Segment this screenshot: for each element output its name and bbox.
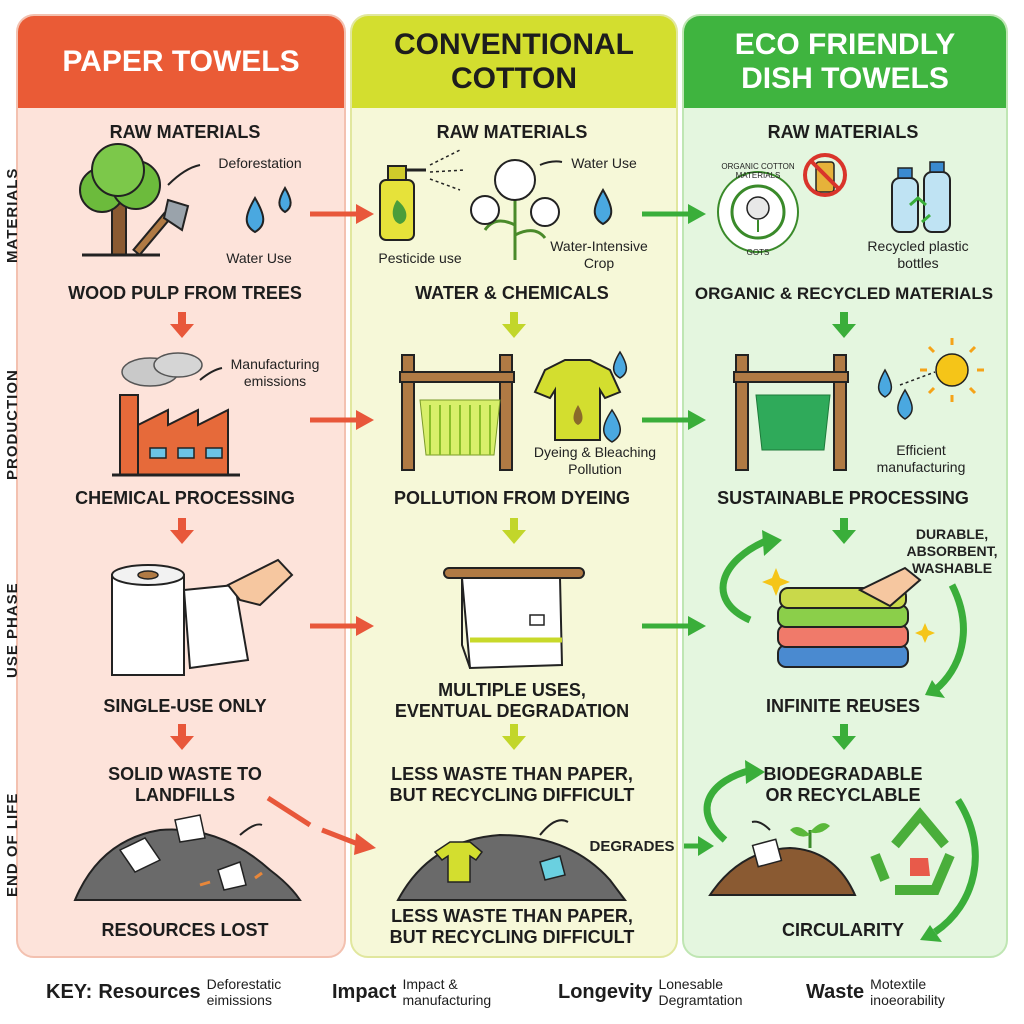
note-water-use-paper: Water Use	[226, 250, 292, 266]
key-label: KEY:	[46, 980, 93, 1003]
flow-arrows-eco	[832, 312, 856, 750]
note-efficient-manufacturing: Efficient manufacturing	[876, 442, 966, 475]
caption-resources-lost: RESOURCES LOST	[101, 920, 269, 940]
key-longevity-label: Longevity	[558, 980, 653, 1003]
key-resources: KEY: Resources Deforestatic eimissions	[46, 972, 281, 1012]
water-drop-icon	[593, 188, 613, 226]
note-water-use-cotton: Water Use	[571, 155, 637, 171]
plastic-bottles-icon	[891, 161, 951, 233]
organic-badge-icon	[717, 171, 799, 253]
caption-multiple-uses: MULTIPLE USES, EVENTUAL DEGRADATION	[394, 680, 630, 721]
spray-bottle-icon	[379, 149, 466, 241]
sun-icon	[920, 338, 984, 402]
note-water-intensive-crop: Water-Intensive Crop	[550, 238, 648, 271]
caption-less-waste-bottom: LESS WASTE THAN PAPER, BUT RECYCLING DIF…	[389, 906, 635, 947]
raw-materials-heading-eco: RAW MATERIALS	[767, 122, 919, 142]
axe-icon	[132, 198, 190, 257]
raw-materials-heading-paper: RAW MATERIALS	[109, 122, 261, 142]
water-drop-icon	[877, 368, 913, 420]
column-title-eco-towels: ECO FRIENDLY DISH TOWELS	[684, 16, 1006, 108]
note-durable-absorbent: DURABLE, ABSORBENT, WASHABLE	[906, 526, 998, 576]
towel-stack-icon	[762, 566, 935, 668]
badge-organic-cotton: ORGANIC COTTON MATERIALS	[721, 162, 795, 180]
key-longevity-sub: Lonesable Degramtation	[658, 976, 743, 1008]
key-waste-sub: Motextile inoeorability	[870, 976, 945, 1008]
key-waste-label: Waste	[806, 980, 865, 1003]
loom-icon	[399, 354, 515, 471]
caption-water-chemicals: WATER & CHEMICALS	[415, 283, 609, 303]
key-resources-sub: Deforestatic eimissions	[206, 976, 282, 1008]
column-title-paper-towels: PAPER TOWELS	[18, 16, 344, 108]
pointer-line	[167, 164, 201, 186]
note-degrades: DEGRADES	[589, 838, 675, 855]
cotton-plant-icon	[470, 159, 560, 260]
column-title-conventional-cotton: CONVENTIONAL COTTON	[352, 16, 676, 108]
recycle-icon	[870, 807, 955, 895]
factory-icon	[112, 352, 240, 477]
note-deforestation: Deforestation	[218, 155, 302, 171]
caption-circularity: CIRCULARITY	[782, 920, 904, 940]
waste-pile-icon	[396, 833, 627, 901]
cross-arrows-red	[266, 204, 376, 855]
caption-chemical-processing: CHEMICAL PROCESSING	[75, 488, 295, 508]
paper-roll-icon	[111, 564, 250, 676]
compost-icon	[708, 823, 857, 896]
caption-less-waste-top: LESS WASTE THAN PAPER, BUT RECYCLING DIF…	[389, 764, 635, 805]
caption-wood-pulp: WOOD PULP FROM TREES	[68, 283, 302, 303]
hand-icon	[226, 558, 294, 607]
caption-infinite-reuses: INFINITE REUSES	[765, 696, 921, 716]
caption-sustainable-processing: SUSTAINABLE PROCESSING	[717, 488, 969, 508]
key-impact-label: Impact	[332, 980, 397, 1003]
caption-biodegradable: BIODEGRADABLE OR RECYCLABLE	[763, 764, 923, 805]
key-impact: Impact Impact & manufacturing	[332, 972, 491, 1012]
note-manufacturing-emissions: Manufacturing emissions	[230, 356, 320, 389]
towel-rack-icon	[443, 567, 585, 670]
key-impact-sub: Impact & manufacturing	[402, 976, 492, 1008]
badge-gots: GOTS	[746, 248, 770, 257]
note-pesticide-use: Pesticide use	[378, 250, 462, 266]
raw-materials-heading-cotton: RAW MATERIALS	[436, 122, 588, 142]
loom-icon	[733, 354, 849, 471]
water-drop-icon	[245, 186, 292, 234]
caption-single-use: SINGLE-USE ONLY	[103, 696, 267, 716]
caption-pollution-dyeing: POLLUTION FROM DYEING	[394, 488, 630, 508]
flow-arrows-cotton	[502, 312, 526, 750]
key-waste: Waste Motextile inoeorability	[806, 972, 945, 1012]
no-pesticide-icon	[803, 153, 847, 197]
column-eco-towels: ECO FRIENDLY DISH TOWELS	[682, 14, 1008, 958]
tshirt-icon	[533, 350, 628, 443]
note-recycled-bottles: Recycled plastic bottles	[867, 238, 969, 271]
key-resources-label: Resources	[98, 980, 201, 1003]
caption-solid-waste: SOLID WASTE TO LANDFILLS	[108, 764, 262, 805]
column-paper-towels: PAPER TOWELS	[16, 14, 346, 958]
cross-arrows-green	[642, 204, 714, 856]
waste-pile-icon	[73, 814, 302, 901]
flow-arrows-paper	[170, 312, 194, 750]
tree-icon	[79, 143, 161, 257]
note-dyeing-bleaching: Dyeing & Bleaching Pollution	[533, 444, 657, 477]
caption-organic-recycled: ORGANIC & RECYCLED MATERIALS	[694, 284, 994, 303]
key-longevity: Longevity Lonesable Degramtation	[558, 972, 743, 1012]
